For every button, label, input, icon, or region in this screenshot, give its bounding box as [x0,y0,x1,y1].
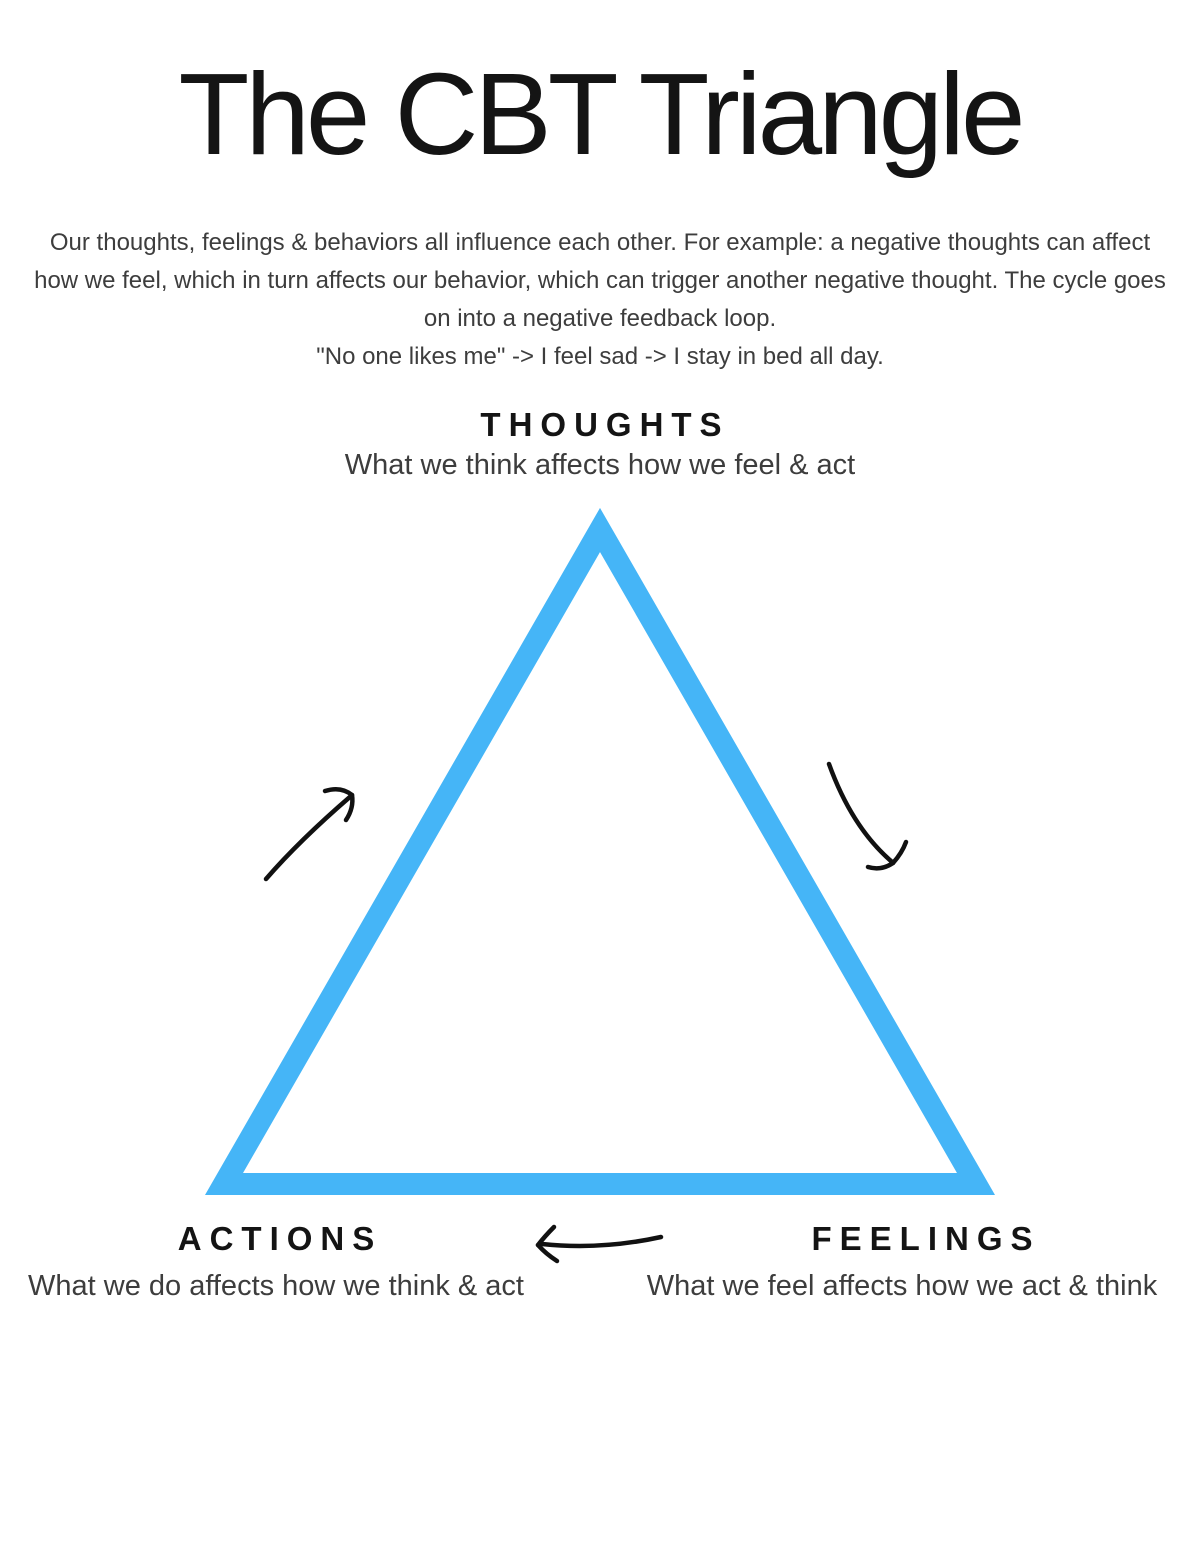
triangle-outline [204,507,996,1195]
intro-line-4: "No one likes me" -> I feel sad -> I sta… [316,343,884,370]
actions-description: What we do affects how we think & act [28,1270,524,1302]
feelings-label: FEELINGS [811,1220,1041,1257]
intro-paragraph: Our thoughts, feelings & behaviors all i… [0,224,1200,376]
intro-line-1: Our thoughts, feelings & behaviors all i… [49,229,1151,256]
actions-to-thoughts-arrow [263,786,355,882]
feelings-description: What we feel affects how we act & think [646,1270,1158,1302]
thoughts-description: What we think affects how we feel & act [344,449,856,481]
feelings-to-actions-arrow [535,1224,664,1264]
page-title: The CBT Triangle [178,49,1026,179]
intro-line-3: on into a negative feedback loop. [423,305,777,332]
thoughts-to-feelings-arrow [826,761,909,871]
thoughts-label: THOUGHTS [480,406,730,443]
actions-label: ACTIONS [177,1220,383,1257]
intro-line-2: how we feel, which in turn affects our b… [34,267,1166,294]
